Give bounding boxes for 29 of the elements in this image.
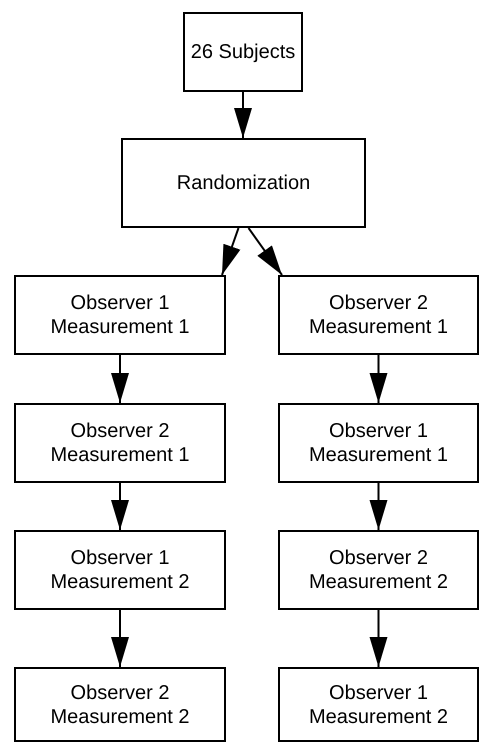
- process-box: [183, 12, 303, 92]
- process-box: [278, 403, 479, 483]
- box-label: Randomization: [176, 171, 310, 195]
- box-label: Observer 1 Measurement 1: [50, 291, 190, 339]
- process-box: [278, 275, 479, 355]
- process-box: [278, 530, 479, 610]
- arrow: [248, 227, 283, 276]
- process-box: [14, 275, 226, 355]
- process-box: [121, 138, 366, 228]
- box-label: Observer 2 Measurement 1: [50, 419, 190, 467]
- process-box: [14, 530, 226, 610]
- process-box: [278, 667, 479, 742]
- box-label: Observer 1 Measurement 1: [308, 419, 449, 467]
- box-label: Observer 2 Measurement 2: [50, 680, 190, 728]
- arrow: [111, 483, 129, 530]
- arrow: [111, 355, 129, 403]
- process-box: [14, 667, 226, 742]
- box-label: Observer 1 Measurement 2: [308, 680, 449, 728]
- box-label: 26 Subjects: [190, 40, 296, 64]
- arrow: [370, 610, 388, 667]
- arrow: [111, 610, 129, 667]
- arrow: [234, 92, 252, 138]
- arrow: [370, 483, 388, 530]
- process-box: [14, 403, 226, 483]
- arrow: [221, 228, 240, 276]
- box-label: Observer 1 Measurement 2: [50, 546, 190, 594]
- arrow: [370, 355, 388, 403]
- box-label: Observer 2 Measurement 1: [308, 291, 449, 339]
- box-label: Observer 2 Measurement 2: [308, 546, 449, 594]
